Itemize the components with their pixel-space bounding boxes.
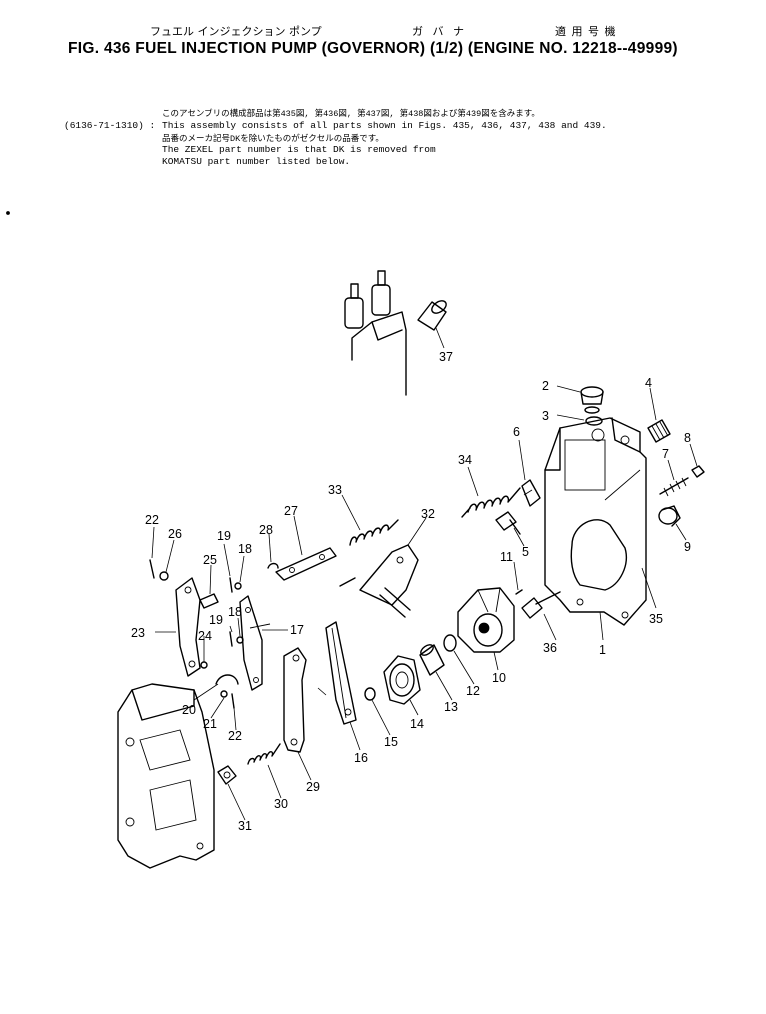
callout-35: 35 [649,612,663,626]
callout-4: 4 [645,376,652,390]
callout-9: 9 [684,540,691,554]
callout-27: 27 [284,504,298,518]
part-9-cap [658,505,681,527]
figure-title: FIG. 436 FUEL INJECTION PUMP (GOVERNOR) … [68,40,678,57]
stray-dot [6,211,10,215]
callout-23: 23 [131,626,145,640]
part-10-flyweight [457,587,515,653]
part-1-governor-housing [544,417,647,626]
assembly-note: This assembly consists of all parts show… [162,120,607,131]
callout-13: 13 [444,700,458,714]
callout-29: 29 [306,780,320,794]
callout-15: 15 [384,735,398,749]
part-31-nut [217,765,237,785]
part-12-washer [443,634,457,652]
part-29-link [283,647,307,753]
callout-18-lower: 18 [228,605,242,619]
part-19-pin-lower [229,631,233,647]
part-20-clip [215,674,239,685]
part-34-spring [461,487,521,518]
callout-1: 1 [599,643,606,657]
callout-3: 3 [542,409,549,423]
part-28-clip [267,562,279,569]
callout-6: 6 [513,425,520,439]
callout-19-lower: 19 [209,613,223,627]
part-23-lever [175,577,201,677]
part-22-pin-top [149,559,155,579]
part-16-link-lever [325,621,357,725]
callout-37: 37 [439,350,453,364]
zexel-note-line2: KOMATSU part number listed below. [162,156,351,167]
callout-36: 36 [543,641,557,655]
jp-title: フュエル インジェクション ポンプ [150,25,322,38]
part-17-lever [239,595,271,691]
callout-17: 17 [290,623,304,637]
part-5-bolt [495,511,521,535]
part-22-pin-lower [231,693,235,709]
jp-assembly-note: このアセンブリの構成部品は第435図, 第436図, 第437図, 第438図お… [162,109,540,119]
pump-body-top [344,270,407,396]
japanese-title-row: フュエル インジェクション ポンプ ガ バ ナ 適 用 号 機 [0,23,766,39]
callout-31: 31 [238,819,252,833]
part-2-plug [580,386,604,414]
callout-33: 33 [328,483,342,497]
callout-24: 24 [198,629,212,643]
callout-25: 25 [203,553,217,567]
callout-16: 16 [354,751,368,765]
callout-labels: 1 2 3 4 5 6 7 8 9 10 11 12 13 14 15 16 1… [131,350,691,833]
part-24-pin [200,661,208,669]
jp-zexel-note: 品番のメーカ記号DKを除いたものがゼクセルの品番です。 [162,134,384,144]
callout-22-lower: 22 [228,729,242,743]
callout-26: 26 [168,527,182,541]
part-25-pin [199,593,219,609]
part-27-plate [275,547,337,581]
part-21-washer [220,690,228,698]
callout-30: 30 [274,797,288,811]
part-7-adjusting-screw [659,477,689,497]
callout-20: 20 [182,703,196,717]
callout-34: 34 [458,453,472,467]
part-36-bolt [521,591,561,619]
jp-applicable: 適 用 号 機 [555,25,617,38]
callout-14: 14 [410,717,424,731]
part-30-spring [247,743,281,765]
callout-10: 10 [492,671,506,685]
callout-5: 5 [522,545,529,559]
leader-lines [151,327,698,821]
callout-21: 21 [203,717,217,731]
part-8-nut [691,465,705,478]
part-26-washer [159,571,169,581]
part-6-bracket [521,479,541,507]
part-18-washer-lower [236,636,244,644]
part-18-washer-top [234,582,242,590]
assembly-part-number: (6136-71-1310) : [64,120,156,131]
part-32-lever [339,544,419,618]
part-11-pin [515,589,523,595]
callout-19-top: 19 [217,529,231,543]
part-3-o-ring [585,416,603,426]
callout-8: 8 [684,431,691,445]
callout-32: 32 [421,507,435,521]
callout-2: 2 [542,379,549,393]
part-19-pin-top [229,577,233,593]
callout-12: 12 [466,684,480,698]
governor-cover [117,683,215,869]
part-37-sleeve [417,300,447,331]
part-4-plug [647,419,671,443]
callout-22-top: 22 [145,513,159,527]
part-15-washer [364,687,376,701]
callout-18-top: 18 [238,542,252,556]
part-14-gear-sleeve [383,655,421,705]
jp-governor: ガ バ ナ [412,25,467,38]
callout-7: 7 [662,447,669,461]
callout-28: 28 [259,523,273,537]
callout-11: 11 [500,550,513,564]
part-13-sleeve [419,644,445,676]
zexel-note-line1: The ZEXEL part number is that DK is remo… [162,144,436,155]
part-33-spring [349,519,399,546]
